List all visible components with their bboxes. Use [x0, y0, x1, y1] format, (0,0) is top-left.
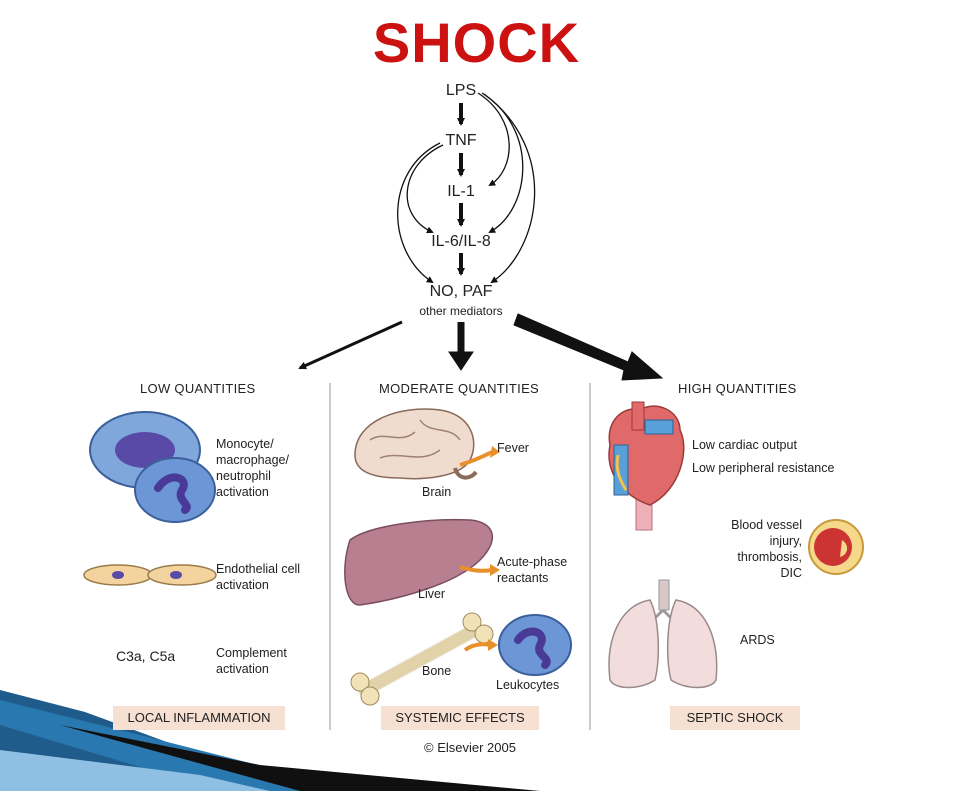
slide-swoosh-decoration — [0, 690, 540, 791]
moderate-quantities-heading: MODERATE QUANTITIES — [379, 381, 540, 396]
leukocyte-arrow — [463, 642, 491, 652]
low-quantities-heading: LOW QUANTITIES — [140, 381, 256, 396]
bone-illustration — [350, 612, 494, 706]
macrophage-illustration — [89, 411, 216, 523]
complement-activation-label: Complement activation — [216, 646, 287, 676]
other-mediators-label: other mediators — [419, 304, 503, 318]
output-arrows — [298, 313, 664, 381]
septic-shock-box: SEPTIC SHOCK — [670, 706, 800, 730]
leukocyte-illustration — [498, 614, 572, 676]
blood-vessel-injury-label: Blood vessel injury, thrombosis, DIC — [731, 518, 802, 580]
heart-illustration — [608, 401, 685, 531]
monocyte-activation-label: Monocyte/ macrophage/ neutrophil activat… — [216, 437, 289, 499]
lps-label: LPS — [445, 82, 477, 99]
liver-label: Liver — [418, 587, 446, 601]
bone-label: Bone — [422, 664, 452, 678]
brain-label: Brain — [422, 485, 452, 499]
no-paf-label: NO, PAF — [429, 283, 493, 300]
acute-phase-label: Acute-phase reactants — [497, 555, 568, 585]
bypass-arrows — [397, 92, 536, 284]
acute-phase-arrow — [459, 565, 493, 573]
low-cardiac-output-label: Low cardiac output — [692, 438, 797, 452]
liver-illustration — [344, 518, 494, 606]
brain-illustration — [354, 408, 478, 480]
leukocytes-label: Leukocytes — [496, 678, 560, 692]
local-inflammation-box: LOCAL INFLAMMATION — [113, 706, 285, 730]
endothelial-illustration — [83, 564, 217, 586]
il6-il8-label: IL-6/IL-8 — [431, 233, 491, 250]
complement-symbols: C3a, C5a — [116, 648, 176, 664]
high-quantities-heading: HIGH QUANTITIES — [678, 381, 797, 396]
il1-label: IL-1 — [447, 183, 475, 200]
low-peripheral-resistance-label: Low peripheral resistance — [692, 461, 835, 475]
systemic-effects-box: SYSTEMIC EFFECTS — [381, 706, 539, 730]
blood-vessel-illustration — [808, 519, 864, 575]
tnf-label: TNF — [445, 132, 477, 149]
copyright-notice: © Elsevier 2005 — [424, 740, 516, 755]
fever-arrow — [459, 450, 493, 467]
slide-title: SHOCK — [372, 11, 581, 74]
ards-label: ARDS — [740, 633, 775, 647]
endothelial-activation-label: Endothelial cell activation — [216, 562, 301, 592]
lungs-illustration — [608, 579, 718, 689]
fever-label: Fever — [497, 441, 529, 455]
